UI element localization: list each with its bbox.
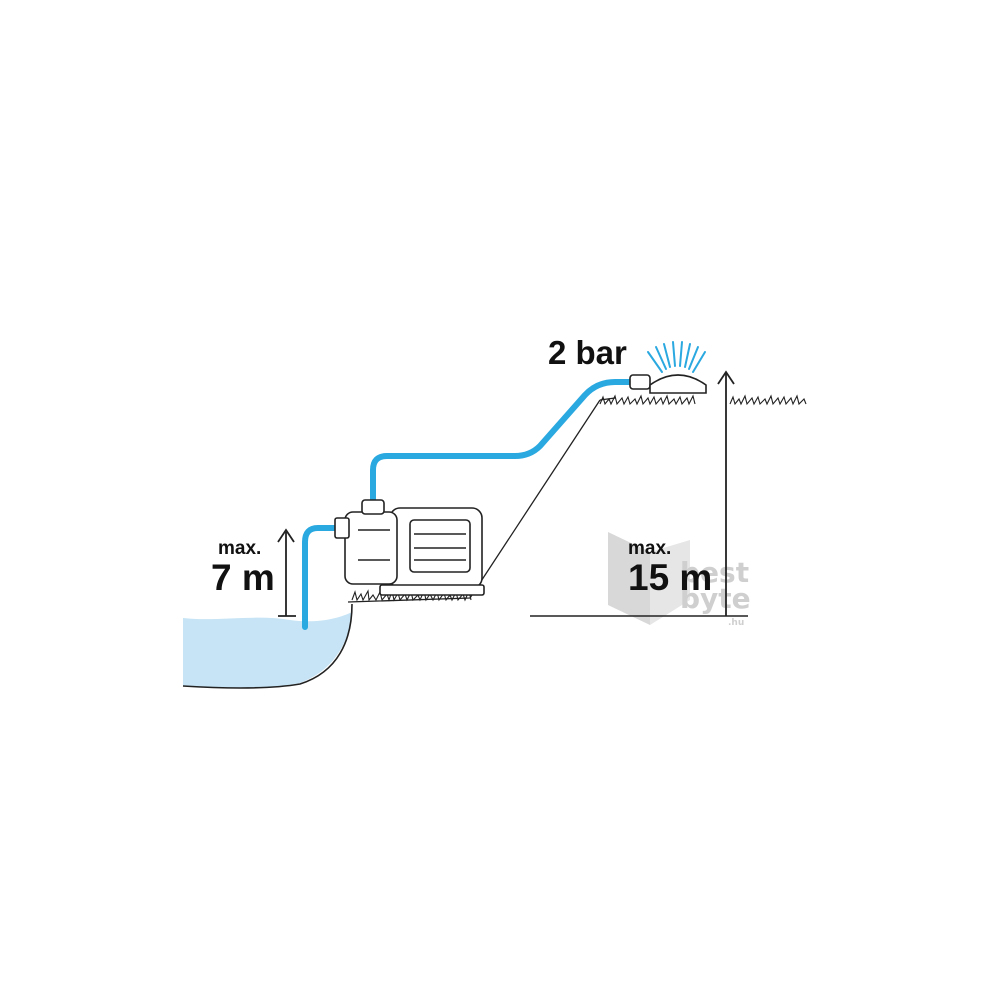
watermark-word-2: byte — [680, 582, 751, 615]
sprinkler-body — [649, 374, 707, 394]
delivery-hose — [370, 379, 633, 508]
watermark-cube-side — [650, 540, 690, 625]
pump-inlet — [334, 517, 350, 539]
sprinkler — [629, 341, 707, 394]
grass-upper-level — [599, 394, 807, 406]
pump-motor-ribs — [409, 519, 471, 573]
sprinkler-spray — [647, 341, 706, 373]
watermark-logo: best byte .hu — [608, 532, 751, 628]
watermark-suffix: .hu — [728, 618, 744, 628]
delivery-max-label: max. — [628, 538, 671, 559]
suction-hose — [302, 525, 338, 630]
water-pond — [183, 612, 352, 688]
delivery-height-value: 15 m — [628, 557, 712, 598]
pump-outlet — [361, 499, 385, 515]
watermark-word-1: best — [680, 556, 749, 589]
sprinkler-connector — [629, 374, 651, 390]
pump-housing — [344, 511, 398, 585]
pond-bank — [182, 603, 353, 689]
suction-max-label: max. — [218, 538, 261, 559]
suction-height-arrow — [277, 528, 296, 617]
garden-pump — [334, 499, 485, 596]
pressure-label: 2 bar — [548, 334, 627, 371]
pump-base — [379, 584, 485, 596]
watermark-cube — [608, 532, 650, 625]
delivery-height-arrow — [717, 370, 735, 616]
suction-height-value: 7 m — [211, 557, 275, 598]
